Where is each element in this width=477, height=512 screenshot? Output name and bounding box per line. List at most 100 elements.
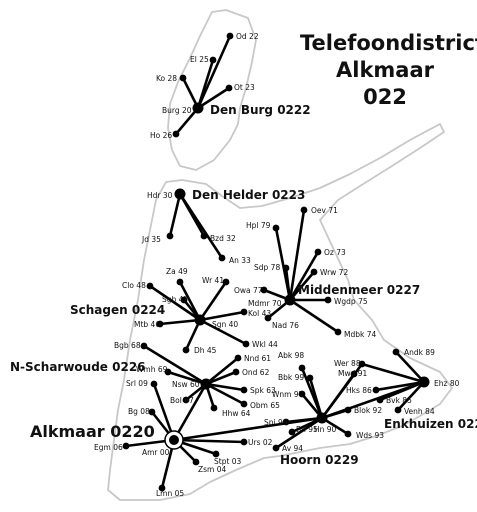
district-labels: Den Burg 0222 Den Helder 0223 Middenmeer… <box>10 103 477 467</box>
label-sdp78: Sdp 78 <box>254 263 280 272</box>
node-stpt03 <box>212 450 220 458</box>
node-zsm04 <box>192 458 200 466</box>
label-wgdp75: Wgdp 75 <box>334 297 368 306</box>
node-hks86 <box>372 386 380 394</box>
node-nsw60 <box>200 378 212 390</box>
node-wgdp75 <box>324 296 332 304</box>
node-venh84 <box>394 406 402 414</box>
label-blok92: Blok 92 <box>354 406 382 415</box>
label-ehz80: Ehz 80 <box>434 379 460 388</box>
line-nsw-bgb <box>142 344 208 386</box>
node-ko28 <box>179 74 187 82</box>
label-mdbk74: Mdbk 74 <box>344 330 376 339</box>
label-ko28: Ko 28 <box>156 74 177 83</box>
node-hdr30 <box>174 188 186 200</box>
line-sgn-kol <box>198 310 246 322</box>
label-amr00: Amr 00 <box>142 448 170 457</box>
line-hn-av <box>274 416 324 450</box>
line-ehz-hks <box>374 380 426 392</box>
label-lmn05: Lmn 05 <box>156 489 184 498</box>
node-mtb46 <box>156 320 164 328</box>
label-wds93: Wds 93 <box>356 431 384 440</box>
label-el25: El 25 <box>190 55 209 64</box>
line-mdmr-mdbk <box>288 298 340 334</box>
label-hpl79: Hpl 79 <box>246 221 271 230</box>
node-oev71 <box>300 206 308 214</box>
node-hn90 <box>316 412 328 424</box>
label-urs02: Urs 02 <box>248 438 273 447</box>
label-wr41: Wr 41 <box>202 276 224 285</box>
label-hhw64: Hhw 64 <box>222 409 251 418</box>
label-burg20: Burg 20 <box>162 106 192 115</box>
district-n-scharwoude: N-Scharwoude 0226 <box>10 360 146 374</box>
label-nnd61: Nnd 61 <box>244 354 271 363</box>
node-bzd32 <box>200 232 208 240</box>
label-bol67: Bol 67 <box>170 396 194 405</box>
label-bh95: Bh 95 <box>296 425 318 434</box>
line-ehz-wer <box>360 362 426 384</box>
line-burg-od <box>196 34 232 110</box>
node-bgb68 <box>140 342 148 350</box>
line-amr-nsw <box>172 382 208 442</box>
label-bzd32: Bzd 32 <box>210 234 236 243</box>
label-za49: Za 49 <box>166 267 188 276</box>
line-sgn-za <box>178 280 202 322</box>
label-nad76: Nad 76 <box>272 321 299 330</box>
title-line-1: Telefoondistrict <box>300 31 477 55</box>
node-lmn05 <box>158 484 166 492</box>
label-jd35: Jd 35 <box>141 235 161 244</box>
district-schagen: Schagen 0224 <box>70 303 165 317</box>
label-zsm04: Zsm 04 <box>198 465 227 474</box>
line-sgn-mtb <box>158 318 202 326</box>
node-od22 <box>226 32 234 40</box>
line-nsw-wmh <box>166 370 208 386</box>
line-mdmr-oz <box>288 250 320 302</box>
node-sgn40 <box>194 314 206 326</box>
label-kol43: Kol 43 <box>248 309 271 318</box>
label-wmh69: Wmh 69 <box>136 365 168 374</box>
node-abk98 <box>298 364 306 372</box>
node-wmh69 <box>164 368 172 376</box>
district-enkhuizen: Enkhuizen 0228 <box>384 417 477 431</box>
node-hhw64 <box>210 404 218 412</box>
node-blok92 <box>344 406 352 414</box>
coastline <box>107 9 453 501</box>
line-sgn-wkl <box>198 318 248 346</box>
line-amr-hn <box>172 416 324 442</box>
node-bbk99 <box>306 374 314 382</box>
node-kol43 <box>240 308 248 316</box>
district-alkmaar: Alkmaar 0220 <box>30 422 155 441</box>
label-nsw60: Nsw 60 <box>172 380 200 389</box>
node-spi96 <box>282 418 290 426</box>
node-nnd61 <box>234 354 242 362</box>
label-bvk85: Bvk 85 <box>386 396 412 405</box>
line-ehz-venh <box>396 380 426 412</box>
node-obm65 <box>240 400 248 408</box>
node-ho26 <box>172 130 180 138</box>
line-hdr-jd <box>168 192 182 238</box>
node-ot23 <box>225 84 233 92</box>
district-den-burg: Den Burg 0222 <box>210 103 311 117</box>
label-andk89: Andk 89 <box>404 348 435 357</box>
line-amr-srl <box>152 382 176 442</box>
node-wkl44 <box>242 340 250 348</box>
node-jd35 <box>166 232 174 240</box>
label-wrw72: Wrw 72 <box>320 268 348 277</box>
node-wds93 <box>344 430 352 438</box>
line-sgn-wr <box>198 280 228 322</box>
district-middenmeer: Middenmeer 0227 <box>298 283 420 297</box>
line-nsw-spk <box>204 382 246 392</box>
label-hn90: Hn 90 <box>314 425 337 434</box>
district-hoorn: Hoorn 0229 <box>280 453 359 467</box>
label-venh84: Venh 84 <box>404 407 435 416</box>
line-burg-ho <box>174 106 200 136</box>
node-sgb47 <box>180 296 188 304</box>
alkmaar-hub-symbol <box>164 430 184 450</box>
exchange-labels: Od 22 El 25 Ko 28 Ot 23 Burg 20 Ho 26 Hd… <box>94 32 460 498</box>
node-clo48 <box>146 282 154 290</box>
node-mdmr70 <box>284 294 296 306</box>
node-spk63 <box>240 386 248 394</box>
label-ho26: Ho 26 <box>150 131 172 140</box>
line-nsw-nnd <box>204 356 240 386</box>
